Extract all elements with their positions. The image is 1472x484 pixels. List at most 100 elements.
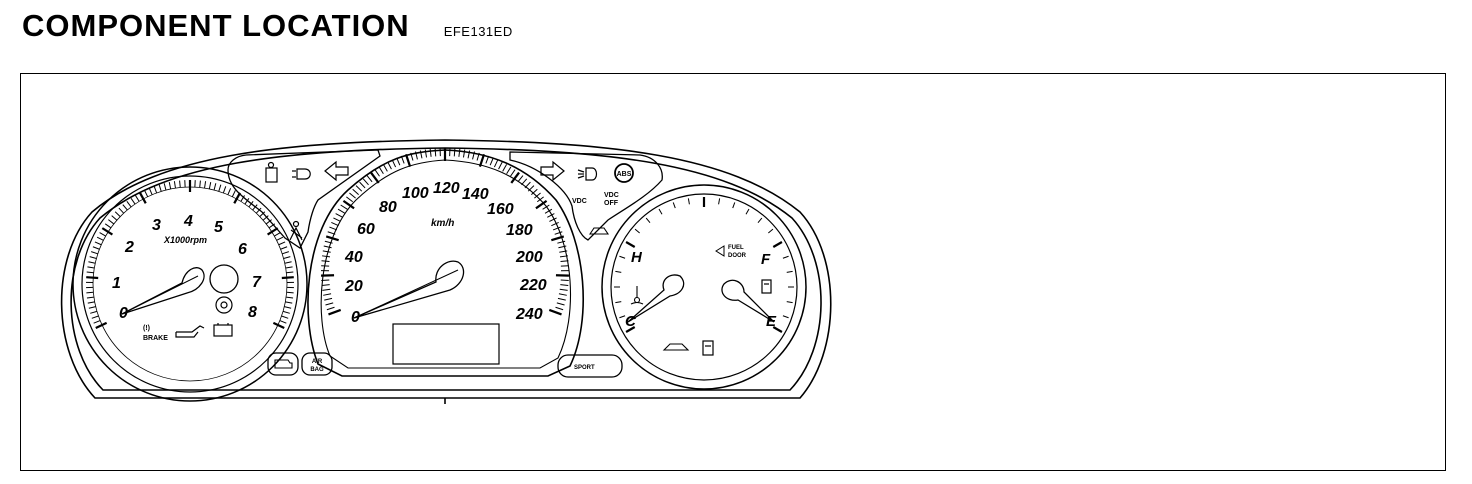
tach-minor-tick: [244, 198, 250, 205]
tach-minor-tick: [231, 190, 236, 197]
tach-minor-tick: [118, 207, 125, 214]
speed-minor-tick: [552, 226, 561, 231]
gauge-major-tick: [625, 326, 636, 333]
turn-right-arrow-icon: [540, 160, 565, 182]
speed-minor-tick: [467, 150, 471, 159]
tach-minor-tick: [282, 310, 290, 314]
tach-minor-tick: [168, 181, 172, 190]
speed-minor-tick: [560, 284, 569, 286]
speed-minor-tick: [534, 192, 541, 199]
speed-major-tick: [370, 171, 380, 184]
page-header: COMPONENT LOCATION EFE131ED: [22, 8, 513, 48]
speed-label-80: 80: [379, 199, 397, 216]
speed-unit: km/h: [431, 218, 454, 229]
tach-minor-tick: [286, 291, 294, 294]
abs-icon: ABS: [614, 163, 634, 183]
tach-minor-tick: [91, 315, 99, 319]
tach-major-tick: [86, 276, 99, 280]
speed-major-tick: [548, 308, 562, 316]
speed-minor-tick: [355, 185, 363, 192]
speed-minor-tick: [510, 169, 516, 177]
speed-minor-tick: [366, 175, 373, 183]
speed-major-tick: [404, 153, 412, 167]
airbag-box: [301, 352, 333, 376]
speed-label-40: 40: [344, 249, 363, 266]
tach-label-1: 1: [112, 275, 121, 292]
speed-label-240: 240: [515, 306, 543, 323]
speed-minor-tick: [400, 155, 405, 164]
tach-major-tick: [139, 192, 147, 204]
speed-minor-tick: [352, 188, 359, 195]
gauge-minor-tick: [634, 228, 640, 234]
speed-minor-tick: [322, 288, 331, 291]
engine-check-icon: [274, 359, 293, 369]
tach-label-8: 8: [248, 304, 257, 321]
tach-minor-tick: [255, 207, 262, 214]
gauge-minor-tick: [619, 315, 626, 319]
tach-major-tick: [281, 276, 294, 280]
gauge-minor-tick: [718, 198, 721, 205]
vdc-indicator: VDC: [572, 198, 587, 205]
tach-minor-tick: [135, 195, 140, 202]
fuel-pump-icon: [761, 279, 772, 294]
speed-minor-tick: [498, 161, 503, 170]
tach-minor-tick: [93, 320, 101, 324]
airbag-line-2: BAG: [310, 367, 324, 373]
bottom-indicators: AIR BAG SPORT: [267, 352, 623, 378]
tach-minor-tick: [208, 181, 212, 190]
temp-needle: [627, 274, 685, 323]
turn-left-arrow-icon: [324, 160, 349, 182]
speed-major-tick: [551, 235, 565, 242]
gauge-minor-tick: [768, 228, 774, 234]
tach-minor-tick: [268, 223, 276, 229]
tach-minor-tick: [86, 291, 94, 294]
fog-light-icon: [577, 167, 598, 181]
speed-minor-tick: [476, 152, 480, 161]
tach-major-tick: [95, 321, 108, 329]
speed-minor-tick: [434, 148, 437, 157]
tach-minor-tick: [286, 296, 294, 299]
tach-minor-tick: [87, 301, 95, 304]
speed-minor-tick: [329, 226, 338, 231]
speedometer: 0 20 40 60 80 100 120 140 160 180 200 22…: [307, 148, 584, 377]
charging-icon: [215, 296, 233, 314]
trunk-open-icon: [662, 343, 690, 351]
tach-needle: [121, 267, 205, 315]
speed-minor-tick: [374, 169, 380, 177]
tach-minor-tick: [148, 188, 153, 195]
speed-label-140: 140: [462, 186, 489, 203]
svg-text:VDC: VDC: [604, 192, 619, 199]
tach-indicator-lamp: [209, 264, 239, 294]
speed-minor-tick: [558, 293, 567, 296]
speed-minor-tick: [493, 159, 499, 168]
speed-minor-tick: [558, 245, 567, 249]
speed-minor-tick: [472, 151, 475, 160]
tach-label-2: 2: [124, 239, 134, 256]
tach-minor-tick: [92, 246, 100, 250]
temp-fuel-gauge: H C F E FUEL DOOR: [601, 184, 807, 390]
tach-minor-tick: [222, 186, 227, 194]
speed-minor-tick: [321, 260, 330, 262]
tach-minor-tick: [265, 219, 272, 225]
oil-pressure-icon: [175, 325, 205, 338]
svg-text:ABS: ABS: [617, 171, 632, 178]
speed-minor-tick: [458, 148, 461, 157]
tach-minor-tick: [218, 184, 222, 192]
gauge-minor-tick: [687, 198, 690, 205]
vdc-off-indicator: VDC OFF: [604, 192, 619, 207]
tach-minor-tick: [227, 188, 232, 195]
tach-minor-tick: [88, 306, 96, 309]
tach-major-tick: [272, 321, 285, 329]
tach-minor-tick: [285, 266, 293, 269]
tach-minor-tick: [86, 271, 94, 274]
speed-minor-tick: [560, 279, 569, 282]
engine-check-box: [267, 352, 299, 376]
tach-minor-tick: [279, 320, 287, 324]
speed-minor-tick: [555, 306, 564, 311]
speed-minor-tick: [527, 185, 535, 192]
fuel-needle: [721, 279, 775, 323]
speed-minor-tick: [325, 302, 334, 306]
tach-label-5: 5: [214, 219, 224, 236]
speed-major-tick: [478, 153, 486, 167]
page-title: COMPONENT LOCATION: [22, 8, 410, 43]
